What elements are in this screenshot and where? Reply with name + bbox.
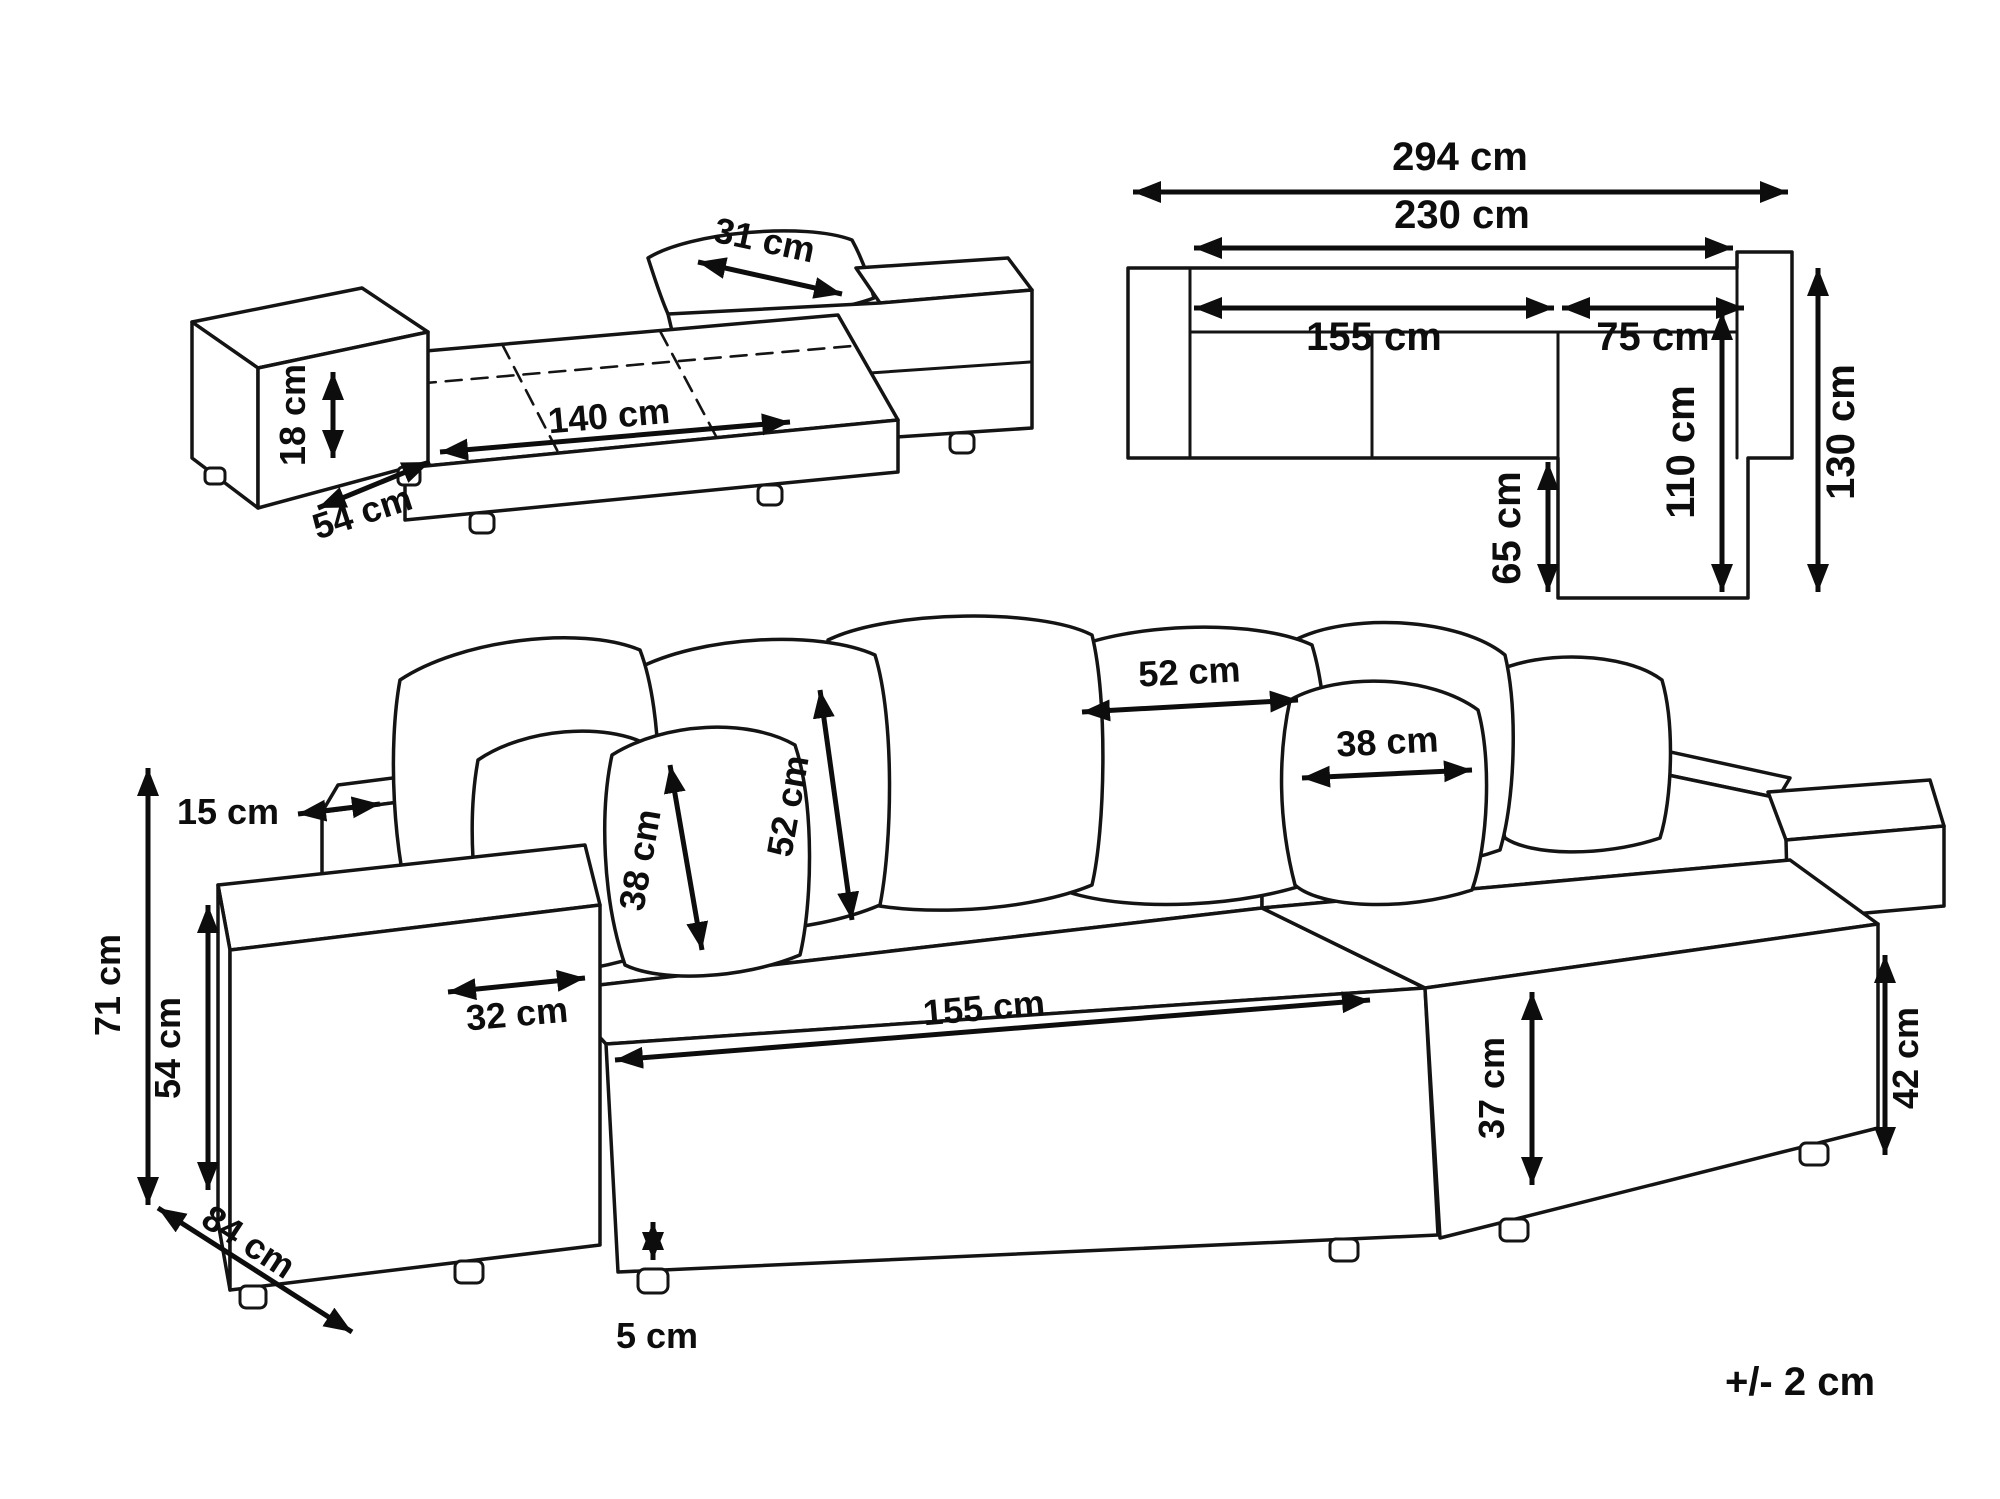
dim-large-cushion-right-arrow <box>1081 690 1299 722</box>
dim-seat-height-label: 37 cm <box>1471 1037 1512 1139</box>
sofa-bed-view: 31 cm 18 cm 54 cm 140 cm <box>190 209 1034 547</box>
dim-leg-height-label: 5 cm <box>616 1315 698 1356</box>
dim-overall-depth: 130 cm <box>1807 268 1863 592</box>
dim-seat-width-front-arrow <box>614 991 1371 1069</box>
tolerance-note: +/- 2 cm <box>1725 1360 1875 1404</box>
dim-mattress-thickness-label: 18 cm <box>272 364 313 466</box>
dim-pullout-depth-arrow <box>317 459 431 511</box>
dim-overall-depth-label: 130 cm <box>1819 364 1863 500</box>
bed-leg <box>203 466 227 486</box>
dim-small-cushion-right: 38 cm <box>1301 718 1473 788</box>
dim-leg-height: 5 cm <box>616 1222 698 1356</box>
bed-hidden-frame-line <box>366 344 854 390</box>
dim-chaise-seat-height-label: 42 cm <box>1885 1007 1926 1109</box>
left-armrest-front <box>228 903 602 1292</box>
dim-small-cushion-right-label: 38 cm <box>1335 718 1439 764</box>
dim-large-cushion-left-arrow <box>812 689 860 921</box>
dim-armrest-height-label: 54 cm <box>147 997 188 1099</box>
dim-chaise-seat-height: 42 cm <box>1874 955 1926 1155</box>
dim-chaise-width-label: 75 cm <box>1596 315 1709 359</box>
dim-seat-width: 155 cm <box>1194 297 1554 359</box>
dim-small-cushion-right-arrow <box>1301 760 1473 788</box>
sofa-leg <box>1798 1141 1830 1167</box>
dim-large-cushion-right: 52 cm <box>1081 648 1299 722</box>
dim-chaise-protrusion: 65 cm <box>1485 462 1559 592</box>
perspective-view: 15 cm 71 cm 54 cm 32 cm 155 cm 38 cm 52 … <box>87 614 1946 1356</box>
plan-view: 294 cm 230 cm 155 cm 75 cm 65 cm 110 cm … <box>1126 135 1863 600</box>
sofa-leg <box>1328 1237 1360 1263</box>
dim-armrest-width: 32 cm <box>447 969 586 1039</box>
dim-small-cushion-left-arrow <box>663 764 709 951</box>
dim-backrest-thickness-arrow <box>297 796 381 822</box>
sofa-leg <box>1498 1217 1530 1243</box>
bed-leg <box>468 511 496 535</box>
pillow-small-right <box>1279 679 1489 907</box>
dim-overall-width: 294 cm <box>1133 135 1788 203</box>
pillow-back-far-right <box>1488 655 1673 854</box>
dim-sleeping-length: 140 cm <box>439 390 791 461</box>
bed-leg <box>948 431 976 455</box>
dim-large-cushion-right-label: 52 cm <box>1137 648 1241 694</box>
dim-backrest-thickness-label: 15 cm <box>177 791 279 832</box>
dim-chaise-protrusion-label: 65 cm <box>1485 471 1529 584</box>
sofa-leg <box>636 1267 670 1295</box>
dim-overall-width-label: 294 cm <box>1392 135 1528 179</box>
dim-seat-height: 37 cm <box>1471 992 1543 1185</box>
dim-backrest-thickness: 15 cm <box>177 791 381 832</box>
dim-back-height: 71 cm <box>87 768 159 1205</box>
sofa-leg <box>453 1259 485 1285</box>
dim-armrest-height: 54 cm <box>147 905 219 1190</box>
dim-chaise-depth: 110 cm <box>1659 312 1733 592</box>
dim-seat-width-label: 155 cm <box>1306 315 1442 359</box>
dim-armrest-width-label: 32 cm <box>464 989 569 1039</box>
bed-fold-line-left <box>500 342 560 454</box>
plan-outline <box>1126 250 1794 600</box>
sofa-leg <box>238 1284 268 1310</box>
dim-back-height-label: 71 cm <box>87 934 128 1036</box>
dim-mattress-thickness: 18 cm <box>272 364 344 466</box>
dim-back-cushion-depth-arrow <box>697 257 843 299</box>
dim-armrest-width-arrow <box>447 969 586 1001</box>
dim-inner-width-label: 230 cm <box>1394 193 1530 237</box>
dim-sleeping-length-arrow <box>439 413 791 461</box>
dim-chaise-width: 75 cm <box>1562 297 1744 359</box>
dim-inner-width: 230 cm <box>1194 193 1733 259</box>
dim-overall-depth-perspective-arrow <box>156 1205 354 1335</box>
dim-chaise-depth-label: 110 cm <box>1659 385 1703 518</box>
bed-leg <box>756 483 784 507</box>
